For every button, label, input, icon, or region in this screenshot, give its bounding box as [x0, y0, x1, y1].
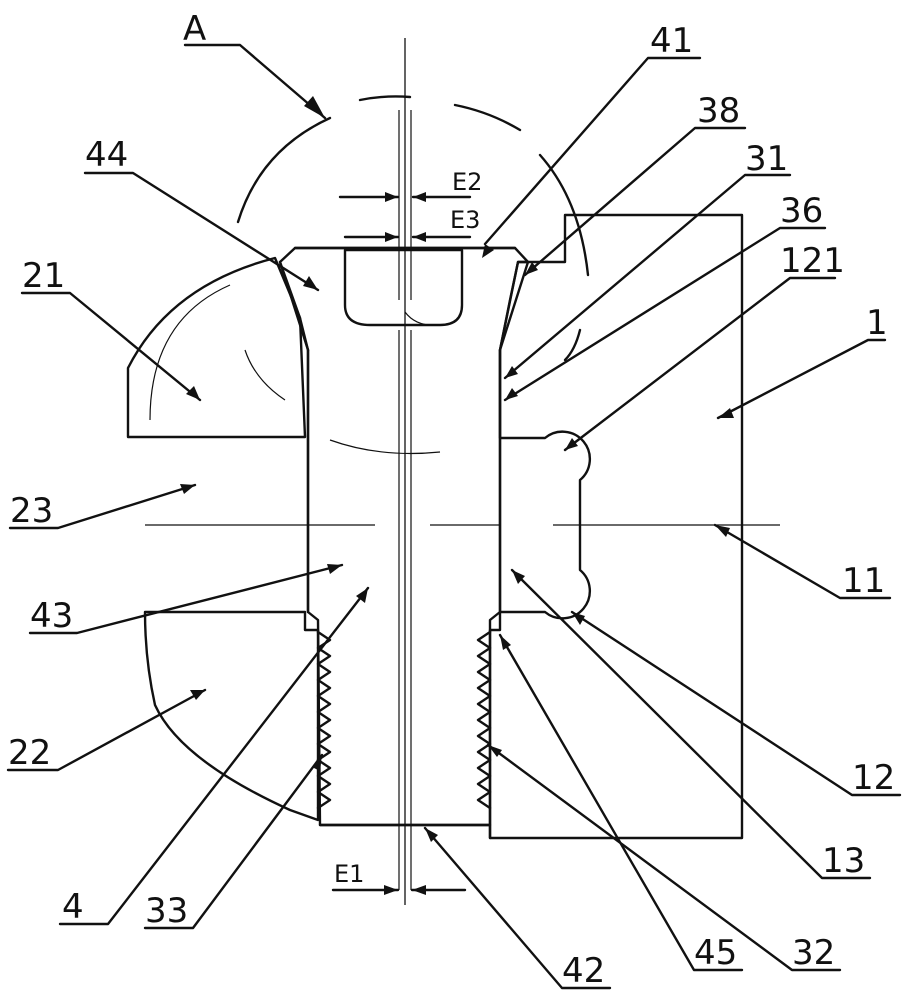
- arrow-32: [488, 745, 502, 757]
- label-43: 43: [30, 596, 73, 636]
- arrow-23: [180, 484, 195, 494]
- detail-circle-arc-6: [329, 439, 441, 455]
- label-38: 38: [697, 91, 740, 131]
- leader-121: [563, 276, 837, 452]
- label-23: 23: [10, 491, 53, 531]
- arrow-44: [303, 276, 318, 290]
- head-cone: [278, 260, 530, 352]
- arrow-36: [505, 388, 518, 400]
- part-21-dome: [126, 256, 307, 439]
- label-e3: E3: [450, 206, 480, 234]
- arrow-4: [356, 588, 368, 603]
- screw-bottom: [318, 823, 492, 840]
- leader-12: [570, 610, 902, 797]
- label-12: 12: [852, 758, 895, 798]
- label-121: 121: [780, 241, 845, 281]
- leader-38: [523, 126, 747, 277]
- label-31: 31: [745, 139, 788, 179]
- thread-right: [476, 630, 492, 810]
- arrow-42: [425, 828, 438, 842]
- detail-circle-arc-1: [236, 116, 332, 224]
- detail-circle-arc-4: [538, 153, 590, 277]
- arrow-11: [715, 525, 730, 537]
- shank-edges: [306, 348, 502, 614]
- label-32: 32: [792, 933, 835, 973]
- arrow-43: [327, 564, 342, 574]
- leader-36: [503, 226, 827, 402]
- label-view-a: A: [183, 9, 206, 49]
- detail-circle-arc-5: [563, 328, 582, 362]
- leader-45: [498, 633, 744, 972]
- label-22: 22: [8, 733, 51, 773]
- leader-33: [143, 753, 324, 930]
- label-1: 1: [866, 303, 888, 343]
- leader-41: [483, 56, 702, 246]
- label-11: 11: [842, 561, 885, 601]
- arrow-38: [525, 262, 538, 275]
- leader-31: [503, 173, 792, 380]
- label-33: 33: [145, 891, 188, 931]
- leader-32: [486, 743, 842, 972]
- view-a-arrowhead: [304, 96, 325, 118]
- label-e2: E2: [452, 168, 482, 196]
- arrow-45: [500, 635, 511, 650]
- arrow-21: [186, 386, 200, 400]
- leader-4: [58, 586, 370, 926]
- leader-42: [423, 826, 612, 990]
- leader-22: [6, 688, 207, 772]
- arrow-22: [190, 690, 205, 700]
- arrow-121: [565, 438, 578, 450]
- label-42: 42: [562, 951, 605, 991]
- dome-inner-arcs: [149, 284, 286, 421]
- label-36: 36: [780, 191, 823, 231]
- screw-socket: [343, 248, 464, 327]
- arrow-1: [718, 408, 734, 418]
- label-41: 41: [650, 21, 693, 61]
- label-e1: E1: [334, 860, 364, 888]
- arrow-41: [482, 244, 494, 258]
- leader-23: [8, 483, 197, 530]
- thread-left: [316, 630, 332, 810]
- detail-circle-arc-3: [453, 103, 522, 132]
- leader-1: [716, 338, 887, 420]
- label-4: 4: [62, 887, 84, 927]
- leader-13: [510, 568, 872, 880]
- label-44: 44: [85, 135, 128, 175]
- arrow-12: [572, 612, 585, 625]
- label-21: 21: [22, 256, 65, 296]
- e2-arrows: [385, 192, 426, 202]
- detail-circle-arc-2: [358, 95, 412, 102]
- part-22-dome: [143, 610, 320, 822]
- e3-arrows: [385, 232, 426, 242]
- part-1-block: [488, 213, 744, 840]
- leader-21: [20, 291, 202, 402]
- arrow-33: [312, 755, 322, 771]
- arrow-31: [505, 366, 518, 378]
- view-a-leader: [183, 43, 327, 120]
- leader-43: [28, 563, 344, 635]
- leader-11: [713, 523, 892, 600]
- label-45: 45: [694, 933, 737, 973]
- leader-44: [83, 171, 320, 292]
- e1-arrows: [384, 885, 426, 895]
- socket-arc: [404, 311, 456, 326]
- arrow-13: [512, 570, 525, 584]
- label-13: 13: [822, 841, 865, 881]
